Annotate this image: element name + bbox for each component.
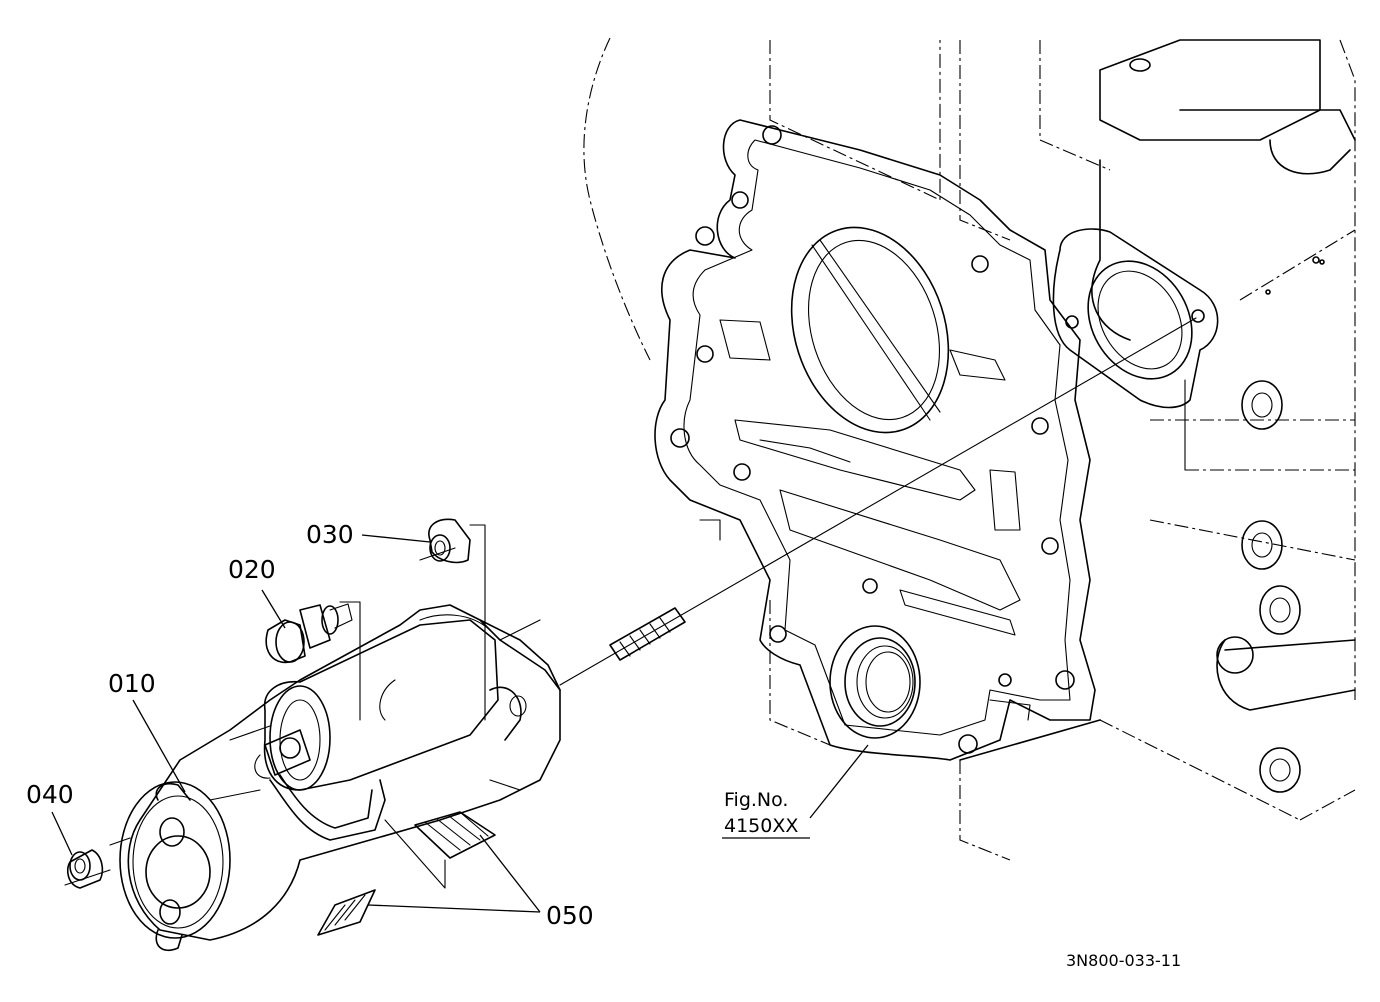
front-plate (654, 119, 1096, 761)
drawing-code: 3N800-033-11 (1066, 951, 1181, 970)
nut-030 (428, 518, 471, 564)
engine-block-solid (959, 39, 1356, 793)
starter-motor (119, 604, 561, 952)
callout-020: 020 (228, 555, 276, 584)
callout-050: 050 (546, 901, 594, 930)
mounting-stud (609, 607, 686, 661)
callout-030: 030 (306, 520, 354, 549)
label-plates-050 (317, 811, 496, 936)
nut-040 (66, 849, 104, 889)
callout-010: 010 (108, 669, 156, 698)
callout-040: 040 (26, 780, 74, 809)
assembly-alignment-line (559, 317, 1197, 686)
engine-block-outline (583, 37, 1356, 861)
leader-lines (51, 534, 869, 913)
fig-no-label: Fig.No. (724, 789, 788, 811)
bolt-020 (265, 603, 353, 664)
fig-no-value: 4150XX (724, 815, 798, 837)
